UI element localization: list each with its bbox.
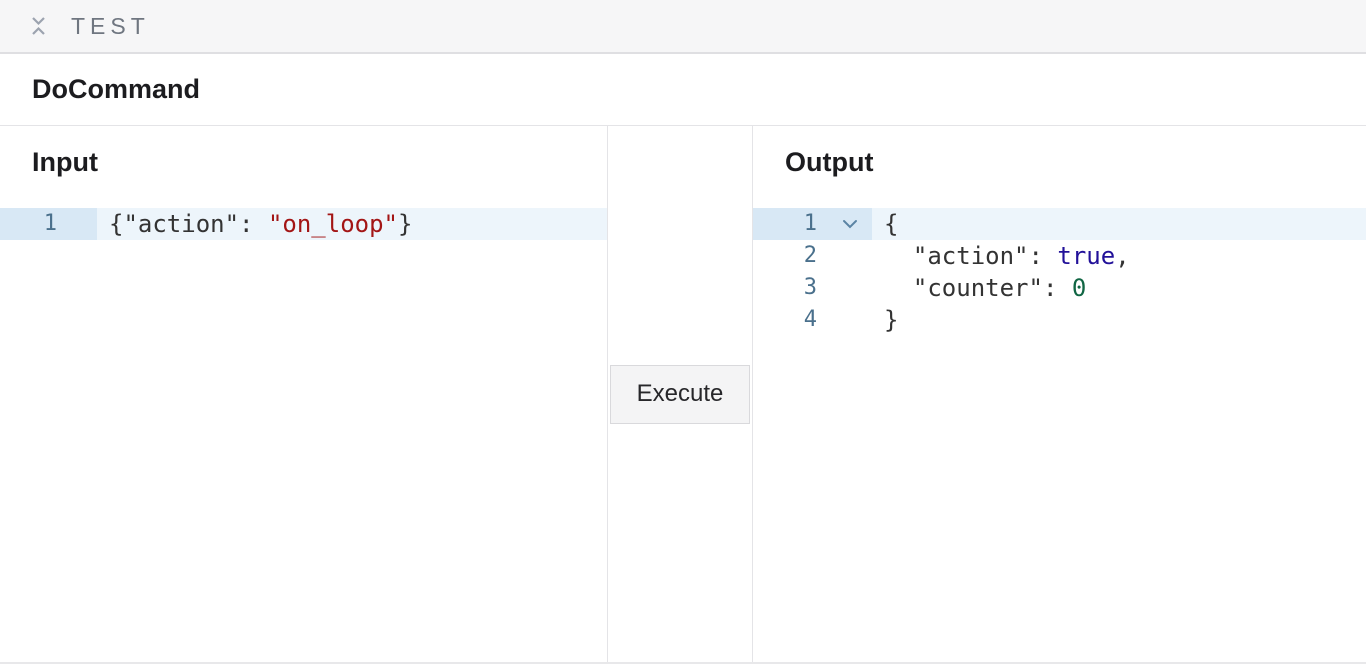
test-panel-header: TEST <box>0 0 1366 54</box>
panel-title: TEST <box>71 12 150 39</box>
code-token-default: "counter": <box>884 274 1072 302</box>
execute-column: Execute <box>608 126 753 662</box>
code-line[interactable]: {"action": "on_loop"} <box>97 208 607 240</box>
fold-chevron-icon[interactable] <box>817 208 872 240</box>
code-token-default: } <box>884 306 899 334</box>
test-panel-body: Input 1{"action": "on_loop"} Execute Out… <box>0 126 1366 664</box>
code-line[interactable]: { <box>872 208 1366 240</box>
fold-spacer <box>57 208 97 240</box>
collapse-vertical-icon[interactable] <box>30 15 47 37</box>
code-token-default: "action": <box>884 242 1058 270</box>
page-title: DoCommand <box>32 74 200 104</box>
input-heading: Input <box>32 147 98 177</box>
output-heading: Output <box>785 147 874 177</box>
code-token-string: "on_loop" <box>267 210 398 238</box>
editor-line[interactable]: 3 "counter": 0 <box>753 272 1366 304</box>
line-number: 4 <box>803 307 817 332</box>
code-token-default: } <box>398 210 413 238</box>
editor-line[interactable]: 4} <box>753 304 1366 336</box>
editor-line[interactable]: 2 "action": true, <box>753 240 1366 272</box>
line-number: 1 <box>43 211 57 236</box>
execute-button[interactable]: Execute <box>610 364 750 424</box>
line-gutter: 2 <box>753 240 872 272</box>
code-token-atom: true <box>1057 242 1116 270</box>
input-panel: Input 1 {"action": "on_loop"} <box>0 126 608 662</box>
editor-line[interactable]: 1{ <box>753 208 1366 240</box>
line-gutter: 3 <box>753 272 872 304</box>
output-panel: Output 1{2 "action": true,3 "counter": 0… <box>753 126 1366 662</box>
line-number: 2 <box>803 243 817 268</box>
line-gutter: 1 <box>0 208 97 240</box>
line-gutter: 4 <box>753 304 872 336</box>
code-token-number: 0 <box>1071 274 1087 302</box>
code-token-default: { <box>884 210 899 238</box>
code-line[interactable]: } <box>872 304 1366 336</box>
line-number: 3 <box>803 275 817 300</box>
input-editor[interactable]: 1 {"action": "on_loop"} <box>0 208 607 240</box>
command-title-bar: DoCommand <box>0 54 1366 126</box>
code-line[interactable]: "action": true, <box>872 240 1366 272</box>
line-number: 1 <box>803 211 817 236</box>
code-token-default: , <box>1115 242 1130 270</box>
code-token-default: {"action": <box>109 210 268 238</box>
editor-line[interactable]: 1 {"action": "on_loop"} <box>0 208 607 240</box>
line-gutter: 1 <box>753 208 872 240</box>
fold-spacer <box>817 272 872 304</box>
fold-spacer <box>817 240 872 272</box>
code-line[interactable]: "counter": 0 <box>872 272 1366 304</box>
fold-spacer <box>817 304 872 336</box>
